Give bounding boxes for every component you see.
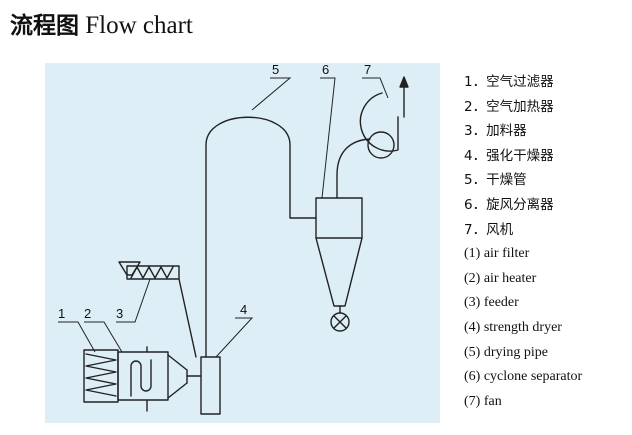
legend-item-air-filter-en: (1) air filter <box>464 246 530 262</box>
callout-6: 6 <box>322 62 329 77</box>
legend-item-feeder-en: (3) feeder <box>464 295 519 311</box>
legend-item-air-filter-cn: 1．空气过滤器 <box>464 74 554 90</box>
legend-item-air-heater-en: (2) air heater <box>464 270 537 286</box>
callout-4: 4 <box>240 302 247 317</box>
leader-3 <box>116 278 151 323</box>
title-english: Flow chart <box>85 12 193 39</box>
legend-item-strength-dryer-en: (4) strength dryer <box>464 319 562 335</box>
callout-7: 7 <box>364 62 371 77</box>
leader-5 <box>251 77 292 111</box>
leader-2 <box>84 321 123 353</box>
heater-outlet-cone <box>167 354 202 399</box>
callout-3: 3 <box>116 306 123 321</box>
strength-dryer <box>200 356 221 415</box>
leader-6 <box>320 77 336 199</box>
drying-pipe <box>205 116 317 358</box>
legend-item-fan-en: (7) fan <box>464 393 502 409</box>
fan <box>359 76 409 159</box>
callout-1: 1 <box>58 306 65 321</box>
air-heater <box>117 346 169 412</box>
legend-item-drying-pipe-cn: 5．干燥管 <box>464 172 527 189</box>
leader-1 <box>58 321 96 353</box>
leader-4 <box>215 317 254 358</box>
diagram-panel <box>45 63 440 423</box>
legend-item-strength-dryer-cn: 4．强化干燥器 <box>464 147 554 164</box>
cyclone-separator <box>315 138 371 332</box>
leader-7 <box>362 77 389 99</box>
page-title: 流程图 Flow chart <box>10 9 193 43</box>
legend-item-fan-cn: 7．风机 <box>464 221 514 238</box>
title-chinese: 流程图 <box>10 13 79 39</box>
legend-item-air-heater-cn: 2．空气加热器 <box>464 98 554 115</box>
feeder <box>118 261 197 358</box>
legend: 1．空气过滤器 2．空气加热器 3．加料器 4．强化干燥器 5．干燥管 6．旋风… <box>464 70 582 414</box>
callout-2: 2 <box>84 306 91 321</box>
legend-item-feeder-cn: 3．加料器 <box>464 123 527 140</box>
legend-item-cyclone-separator-cn: 6．旋风分离器 <box>464 196 554 213</box>
legend-item-cyclone-separator-en: (6) cyclone separator <box>464 369 583 385</box>
callout-5: 5 <box>272 62 279 77</box>
legend-item-drying-pipe-en: (5) drying pipe <box>464 344 548 360</box>
